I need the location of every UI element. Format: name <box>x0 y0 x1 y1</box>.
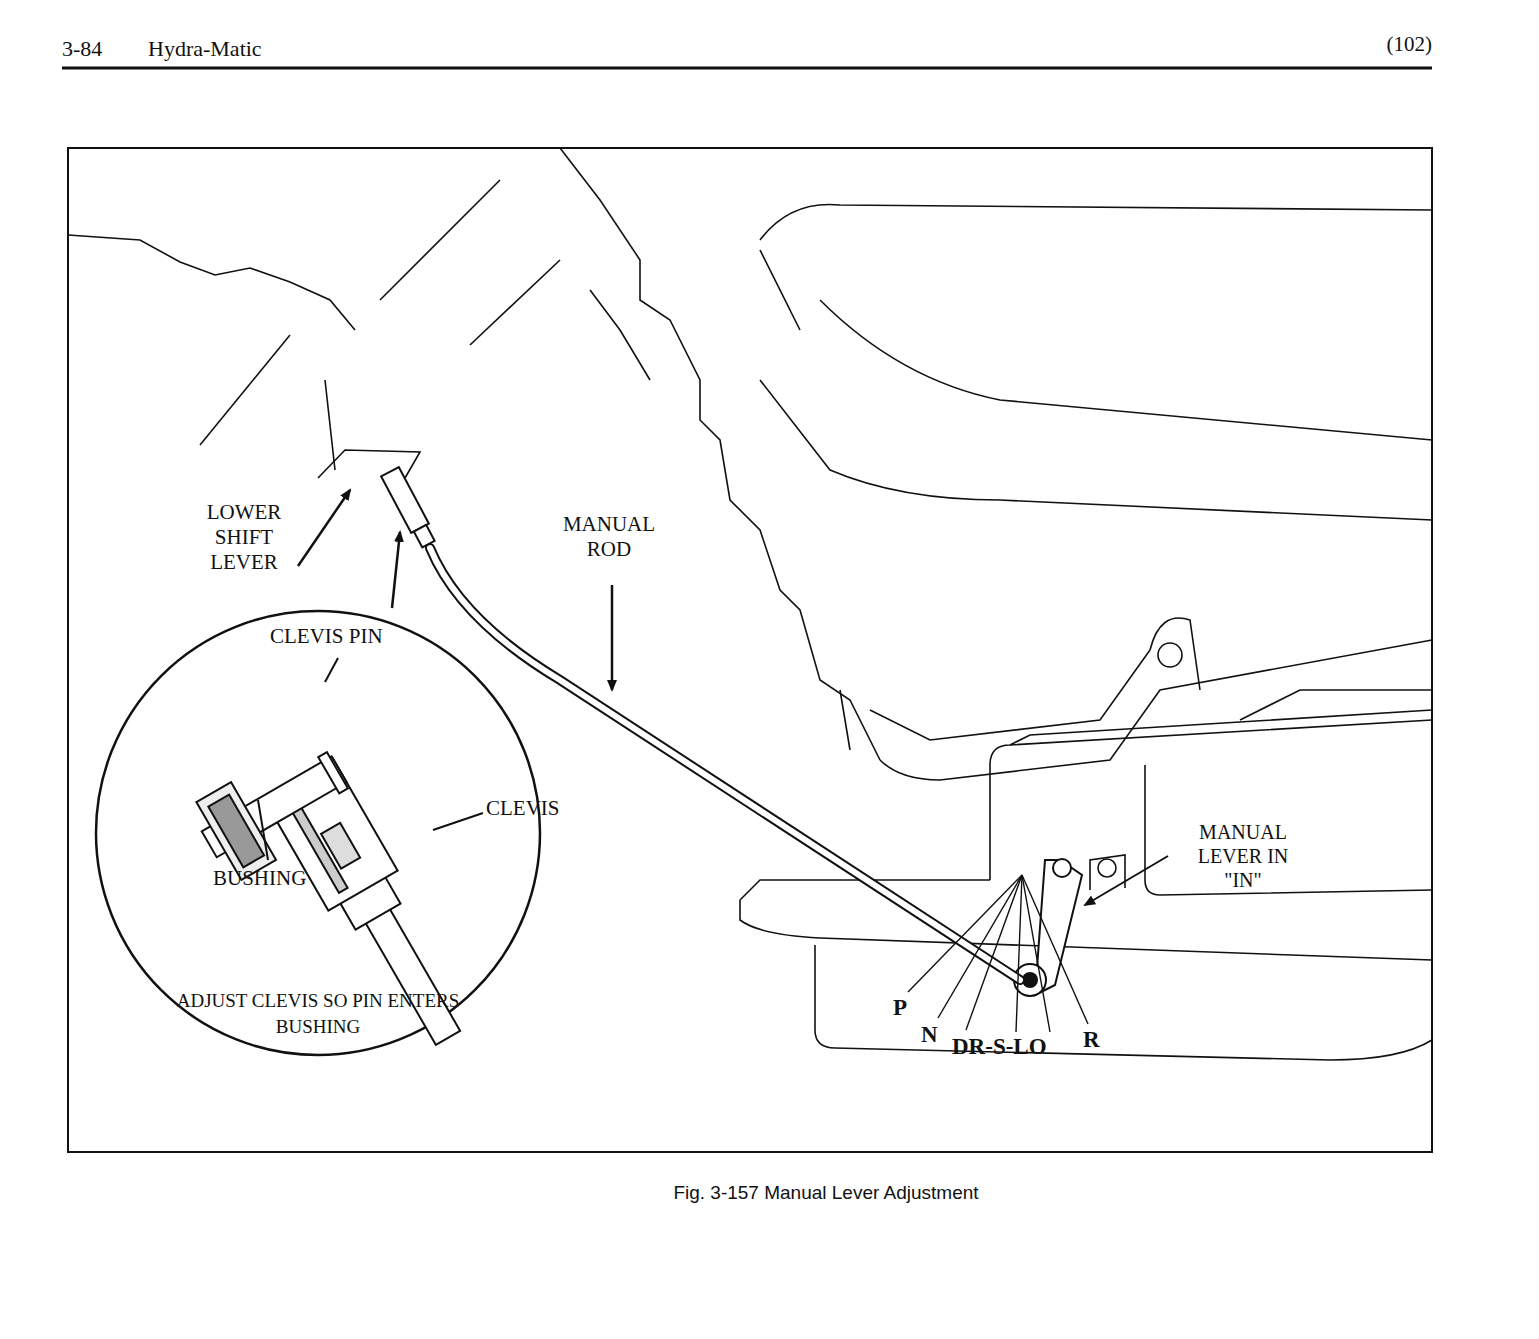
part-name: CLEVIS PIN <box>270 624 383 649</box>
part-name: CLEVIS <box>486 796 560 821</box>
part-name: BUSHING <box>213 866 306 891</box>
page-index: (102) <box>1387 32 1433 57</box>
position-letter: R <box>1083 1026 1100 1054</box>
position-leaders <box>908 875 1088 1032</box>
position-letter: P <box>893 994 907 1022</box>
position-letter: N <box>921 1021 938 1049</box>
underbody <box>68 148 1432 1060</box>
figure-frame <box>68 148 1432 1152</box>
instruction-note: ADJUST CLEVIS SO PIN ENTERS BUSHING <box>173 988 463 1039</box>
figure-caption: Fig. 3-157 Manual Lever Adjustment <box>673 1182 978 1204</box>
page-number: 3-84 <box>62 36 102 62</box>
part-name: MANUAL LEVER IN "IN" <box>1190 820 1296 892</box>
inset-circle: ADJUST CLEVIS SO PIN ENTERS BUSHING <box>93 608 543 1058</box>
position-letter: DR-S-LO <box>952 1033 1047 1061</box>
part-name: LOWER SHIFT LEVER <box>185 500 303 576</box>
part-name: MANUAL ROD <box>550 512 668 562</box>
running-header: Hydra-Matic <box>148 36 262 62</box>
header-rule <box>62 67 1432 70</box>
